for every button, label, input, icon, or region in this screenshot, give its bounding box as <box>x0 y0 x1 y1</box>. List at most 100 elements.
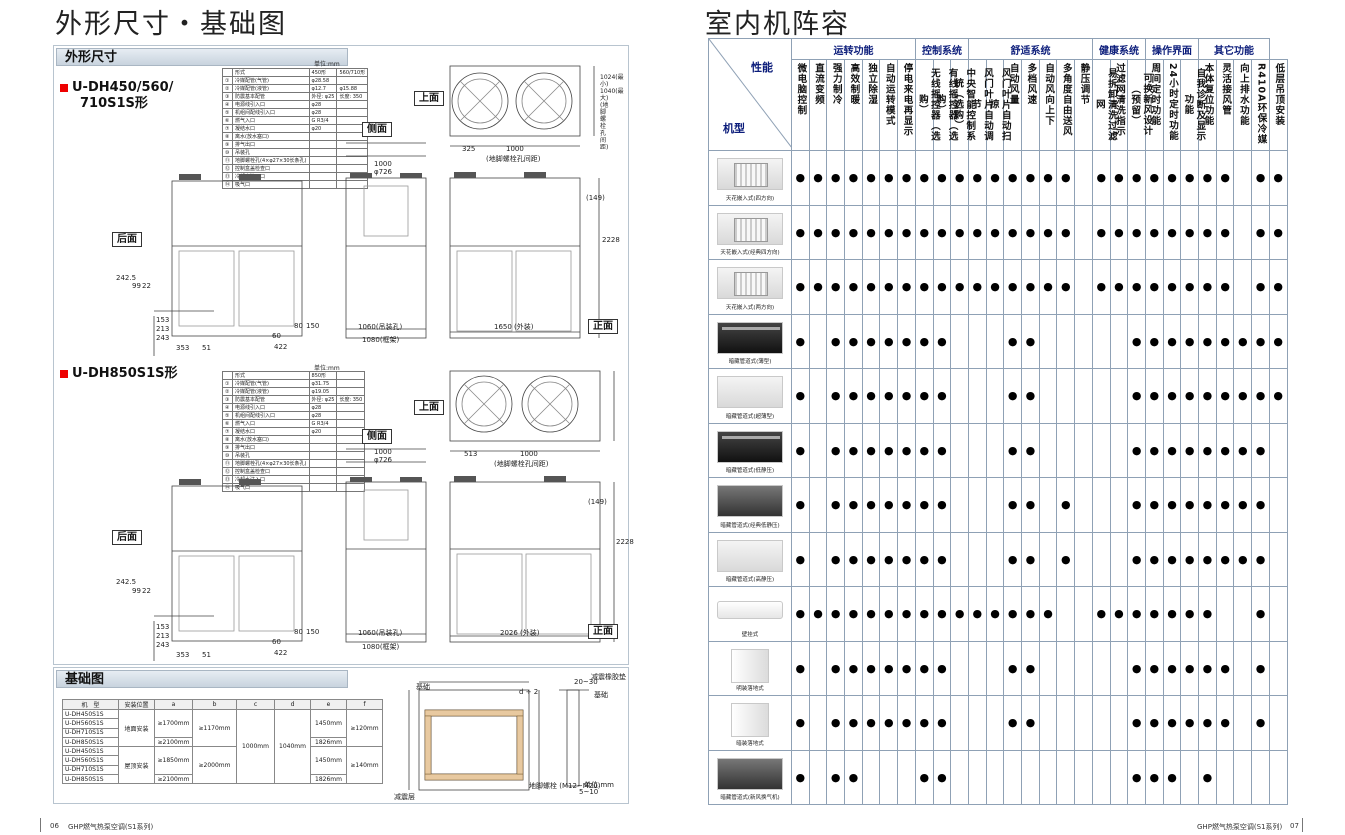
unit-name: 天花嵌入式(四方向) <box>725 195 775 202</box>
feature-supported-dot: ● <box>791 640 810 696</box>
feature-supported-dot: ● <box>1162 531 1182 587</box>
feature-header: 自动风向上下 <box>1038 59 1058 151</box>
duct-fresh-air-icon <box>717 757 783 790</box>
e-cell: 1450mm <box>310 746 347 776</box>
feature-supported-dot: ● <box>1180 259 1200 315</box>
feature-supported-dot: ● <box>932 368 952 424</box>
foundation-heading: 基础图 <box>56 670 348 688</box>
feature-supported-dot: ● <box>897 422 916 478</box>
feature-empty-cell <box>1268 477 1288 533</box>
feature-supported-dot: ● <box>897 259 916 315</box>
feature-supported-dot: ● <box>1198 150 1217 206</box>
feature-empty-cell <box>985 640 1005 696</box>
feature-supported-dot: ● <box>1251 150 1270 206</box>
feature-supported-dot: ● <box>1251 640 1270 696</box>
feature-supported-dot: ● <box>1162 204 1182 260</box>
feature-supported-dot: ● <box>1091 586 1111 642</box>
page-title-left: 外形尺寸・基础图 <box>55 9 287 40</box>
feature-supported-dot: ● <box>861 695 881 751</box>
col-header: 安装位置 <box>118 699 155 710</box>
feature-empty-cell <box>950 368 969 424</box>
feature-supported-dot: ● <box>1127 640 1146 696</box>
feature-supported-dot: ● <box>1056 259 1076 315</box>
feature-supported-dot: ● <box>1021 204 1040 260</box>
dimensions-heading: 外形尺寸 <box>56 48 348 66</box>
unit-name: 暗藏管道式(经典低静压) <box>720 522 780 529</box>
feature-supported-dot: ● <box>826 640 846 696</box>
location-cell: 地面安装 <box>118 708 155 748</box>
view-label-top-a: 上面 <box>414 91 444 106</box>
feature-empty-cell <box>985 477 1005 533</box>
feature-supported-dot: ● <box>1215 368 1235 424</box>
feature-supported-dot: ● <box>1021 477 1040 533</box>
feature-supported-dot: ● <box>1021 531 1040 587</box>
feature-supported-dot: ● <box>1198 313 1217 369</box>
feature-empty-cell <box>985 368 1005 424</box>
feature-supported-dot: ● <box>1145 422 1164 478</box>
wall-mount-icon <box>717 601 783 619</box>
col-header: b <box>192 699 237 710</box>
feature-supported-dot: ● <box>861 204 881 260</box>
feature-empty-cell <box>1038 477 1058 533</box>
dim-front-2228-b: 2228 <box>616 538 634 546</box>
col-header: e <box>310 699 347 710</box>
feature-supported-dot: ● <box>826 313 846 369</box>
feature-supported-dot: ● <box>861 422 881 478</box>
feature-supported-dot: ● <box>1215 695 1235 751</box>
feature-header: 可换新风设计（预留） <box>1127 59 1152 151</box>
feature-supported-dot: ● <box>932 640 952 696</box>
feature-supported-dot: ● <box>1056 477 1076 533</box>
foundation-table: 机 型 安装位置 a b c d e f U-DH450S1S 地面安装 ≥17… <box>62 699 383 785</box>
feature-supported-dot: ● <box>1198 259 1217 315</box>
f-cell: ≥140mm <box>346 746 383 785</box>
feature-supported-dot: ● <box>1233 477 1253 533</box>
feature-supported-dot: ● <box>968 150 987 206</box>
col-header: c <box>236 699 275 710</box>
dim-back-213-a: 213 <box>156 325 170 333</box>
feature-supported-dot: ● <box>879 313 899 369</box>
feature-supported-dot: ● <box>808 259 828 315</box>
a-cell: ≥1700mm <box>154 709 193 738</box>
view-label-back-b: 后面 <box>112 530 142 545</box>
b-cell: ≥1170mm <box>192 708 237 748</box>
page-title-right: 室内机阵容 <box>705 9 850 40</box>
feature-supported-dot: ● <box>879 150 899 206</box>
feature-supported-dot: ● <box>1251 586 1270 642</box>
unit-row: 天花嵌入式(两方向)●●●●●●●●●●●●●●●●●●●●●●●●●● <box>708 259 1288 315</box>
feature-empty-cell <box>808 477 828 533</box>
feature-supported-dot: ● <box>1091 150 1111 206</box>
feature-supported-dot: ● <box>1003 586 1023 642</box>
feature-supported-dot: ● <box>826 531 846 587</box>
feature-label: 向上排水功能 <box>1237 63 1249 126</box>
feature-supported-dot: ● <box>808 150 828 206</box>
feature-group-header: 其它功能 <box>1198 38 1270 60</box>
feature-empty-cell <box>897 749 916 805</box>
feature-label: R410A环保冷媒 <box>1255 63 1267 145</box>
feature-supported-dot: ● <box>1198 749 1217 805</box>
feature-empty-cell <box>950 695 969 751</box>
feature-empty-cell <box>985 531 1005 587</box>
feature-supported-dot: ● <box>1251 259 1270 315</box>
feature-supported-dot: ● <box>1003 313 1023 369</box>
feature-supported-dot: ● <box>1162 422 1182 478</box>
unit-name: 明装落地式 <box>736 686 764 692</box>
unit-name: 天花嵌入式(经典四方向) <box>720 250 780 256</box>
feature-supported-dot: ● <box>1180 695 1200 751</box>
feature-supported-dot: ● <box>897 150 916 206</box>
footer-right-text: GHP燃气热泵空调(S1系列) <box>1197 823 1283 831</box>
feature-supported-dot: ● <box>897 695 916 751</box>
feature-empty-cell <box>1038 531 1058 587</box>
feature-supported-dot: ● <box>914 640 934 696</box>
spec-cell <box>336 483 366 492</box>
view-label-front-a: 正面 <box>588 319 618 334</box>
feature-supported-dot: ● <box>897 368 916 424</box>
dim-front-149-a: (149) <box>586 194 605 202</box>
a-cell: ≥1850mm <box>154 746 193 776</box>
feature-header: 高效制暖 <box>844 59 863 151</box>
feature-empty-cell <box>968 695 987 751</box>
feature-empty-cell <box>1074 150 1093 206</box>
feature-supported-dot: ● <box>1109 150 1129 206</box>
feature-supported-dot: ● <box>1233 531 1253 587</box>
